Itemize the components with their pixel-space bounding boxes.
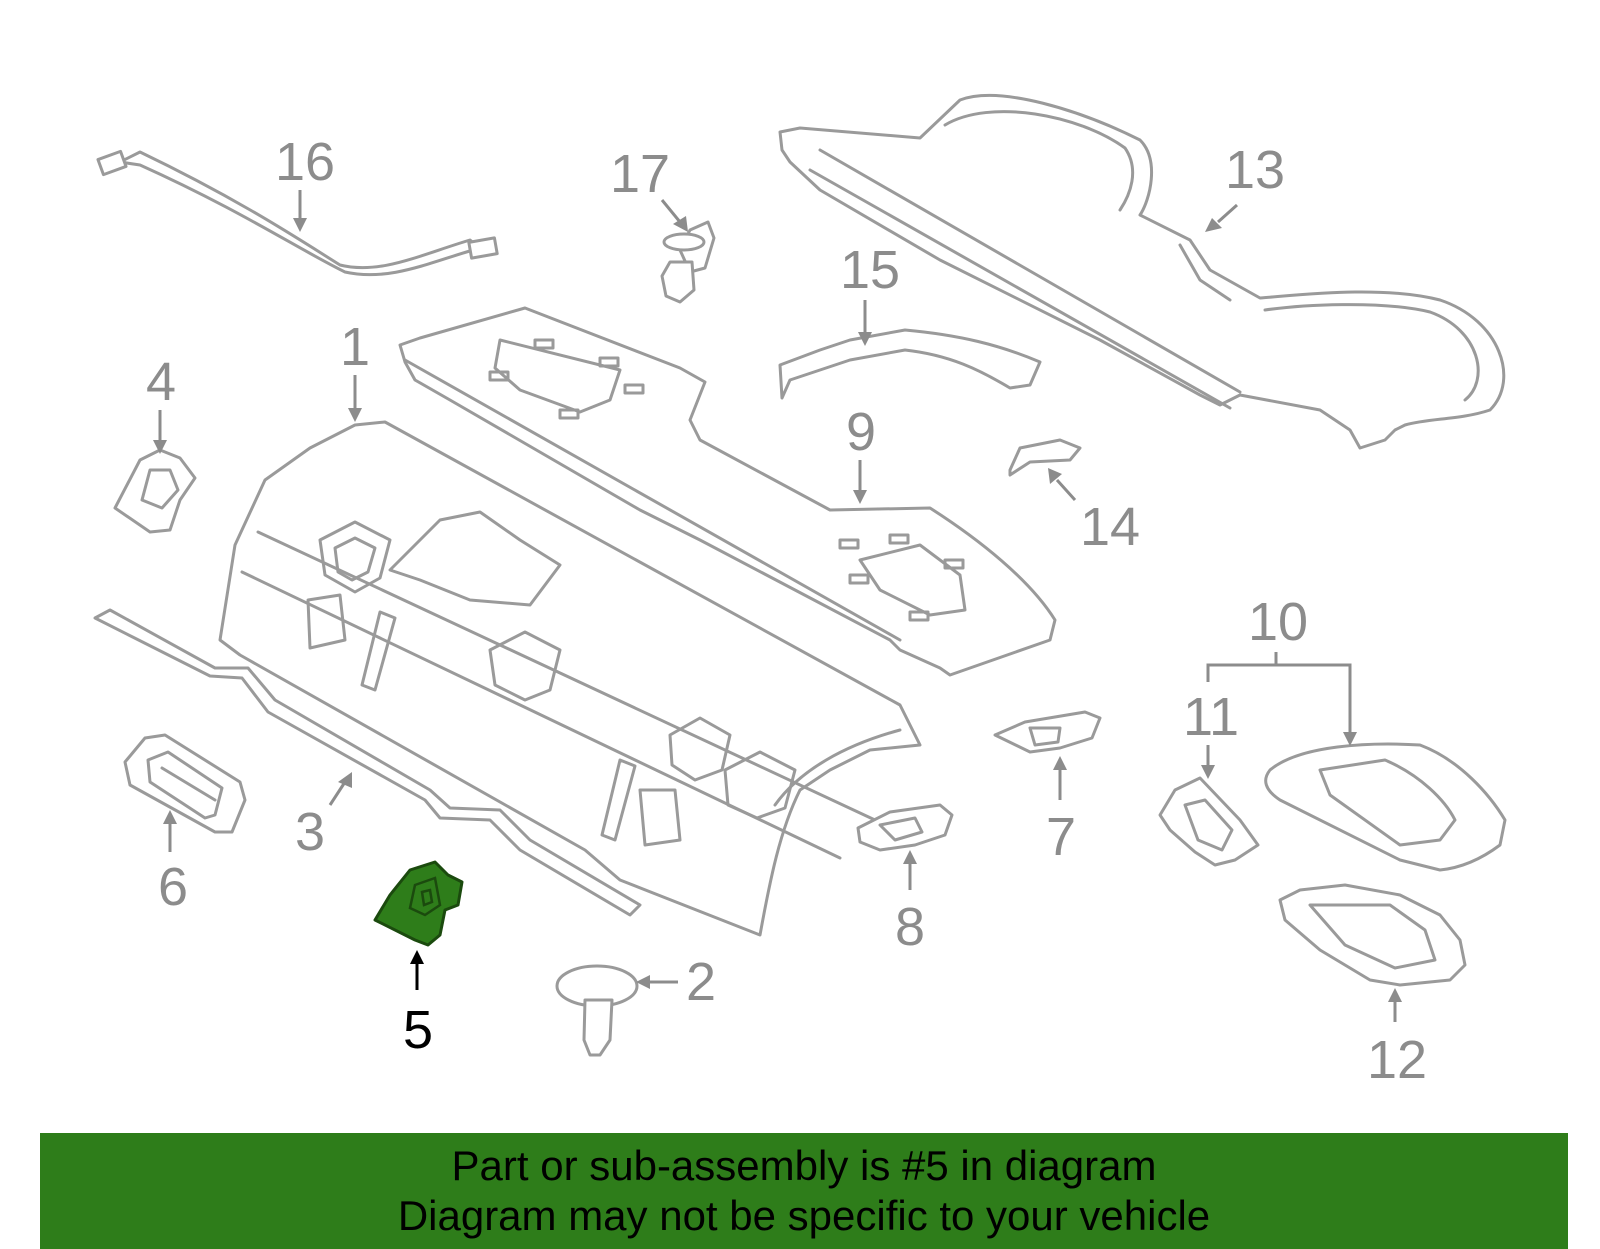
part-9-tray-panel <box>398 306 1057 677</box>
part-1-rear-panel <box>218 420 922 937</box>
callout-17: 17 <box>610 144 670 204</box>
callout-labels: 16 17 13 15 1 4 9 14 10 11 7 8 3 6 2 12 … <box>146 132 1427 1090</box>
callout-16: 16 <box>275 132 335 192</box>
part-4-clip <box>113 448 197 534</box>
leaders <box>153 190 1402 1022</box>
callout-8: 8 <box>895 897 925 957</box>
callout-10: 10 <box>1248 592 1308 652</box>
callout-3: 3 <box>295 802 325 862</box>
part-13-tray-cover <box>778 94 1506 450</box>
callout-11: 11 <box>1183 687 1239 747</box>
part-16-wire-harness <box>96 149 499 277</box>
part-7-bracket <box>993 710 1102 754</box>
callout-5: 5 <box>403 1000 433 1060</box>
callout-1: 1 <box>340 317 370 377</box>
part-3-trim-strip <box>93 608 642 917</box>
part-14-small-bracket <box>1008 438 1082 477</box>
callout-14: 14 <box>1080 497 1140 557</box>
part-8-bracket <box>856 803 954 852</box>
callout-15: 15 <box>840 240 900 300</box>
callout-7: 7 <box>1046 807 1076 867</box>
part-2-push-pin <box>555 964 639 1057</box>
callout-13: 13 <box>1225 140 1285 200</box>
part-5-highlighted-clip <box>373 860 464 947</box>
part-15-bracket <box>778 328 1042 400</box>
banner-line-1: Part or sub-assembly is #5 in diagram <box>451 1142 1157 1189</box>
callout-6: 6 <box>158 857 188 917</box>
callout-12: 12 <box>1367 1030 1427 1090</box>
callout-9: 9 <box>846 402 876 462</box>
part-11-clip <box>1158 776 1260 867</box>
callout-2: 2 <box>686 952 716 1012</box>
part-12-plate <box>1278 883 1467 987</box>
info-banner: Part or sub-assembly is #5 in diagram Di… <box>40 1133 1568 1249</box>
part-6-grommet <box>123 733 247 834</box>
part-17-push-clip <box>660 220 716 304</box>
callout-4: 4 <box>146 352 176 412</box>
part-10-trim-panel <box>1264 742 1507 872</box>
banner-line-2: Diagram may not be specific to your vehi… <box>397 1192 1211 1239</box>
